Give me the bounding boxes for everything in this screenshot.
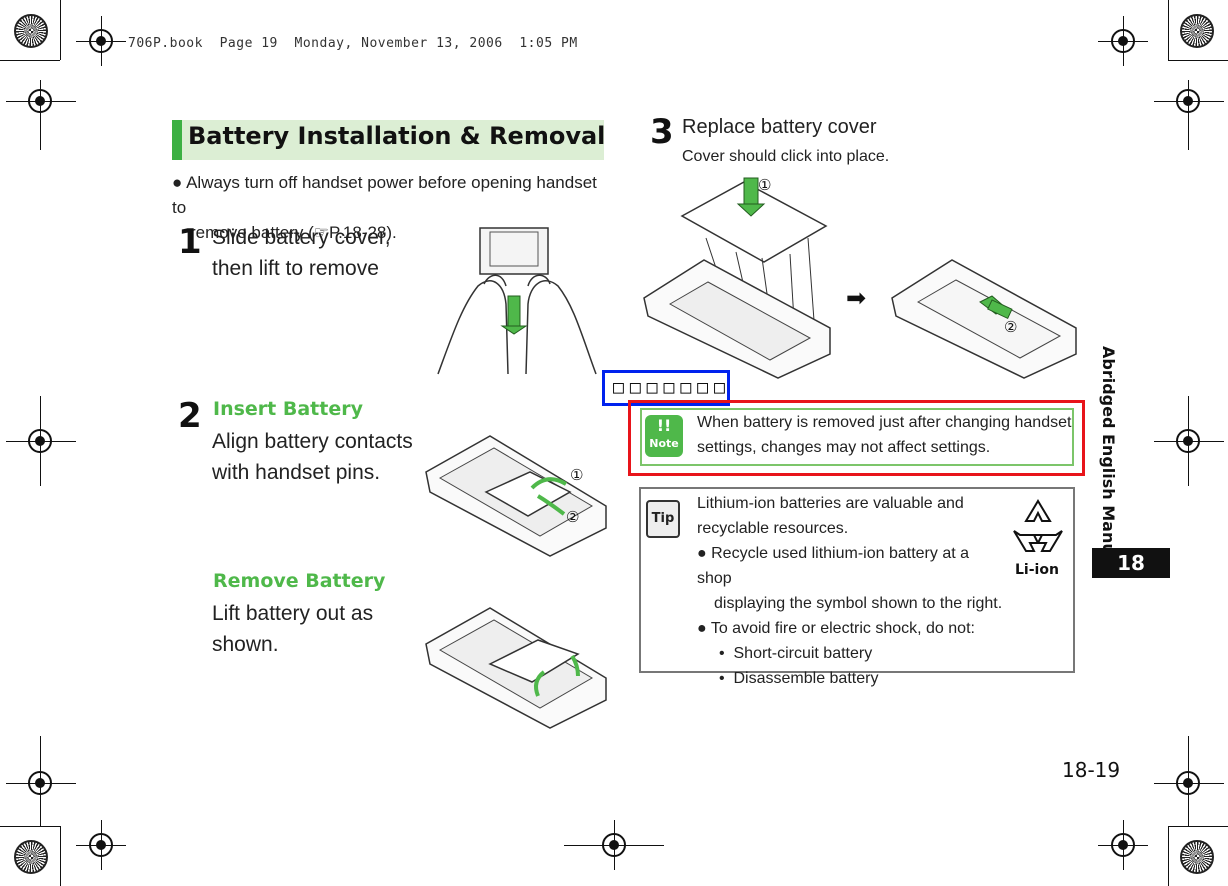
crop-mark <box>1168 826 1228 827</box>
remove-line1: Lift battery out as <box>212 602 374 625</box>
tip-sub1-text: Short-circuit battery <box>733 645 873 662</box>
sub-bullet-icon: • <box>719 670 734 687</box>
step-3-heading: Replace battery cover <box>682 116 877 138</box>
crop-mark <box>1168 0 1169 60</box>
registration-mark <box>28 429 52 453</box>
registration-mark <box>28 89 52 113</box>
chapter-tab: 18 <box>1092 548 1170 578</box>
print-header: 706P.book Page 19 Monday, November 13, 2… <box>128 36 578 51</box>
intro-line2-end: ). <box>386 223 397 242</box>
intro-ref-link[interactable]: P.18-28 <box>329 223 387 242</box>
registration-line <box>1188 80 1189 150</box>
tip-sub-2: • Disassemble battery <box>697 666 1007 691</box>
note-icon-label: Note <box>649 437 679 450</box>
registration-mark <box>1111 29 1135 53</box>
note-icon-mark: !! <box>656 416 672 435</box>
callout-2: ② <box>1004 318 1017 336</box>
tip-line2: recyclable resources. <box>697 520 849 537</box>
crop-mark <box>60 0 61 60</box>
highlight-frame <box>628 400 1085 476</box>
registration-mark <box>1176 429 1200 453</box>
section-title-accent <box>172 120 182 160</box>
crop-mark <box>0 826 60 827</box>
tip-sub-1: • Short-circuit battery <box>697 641 1007 666</box>
tip-bullet1-line1: Recycle used lithium-ion battery at a sh… <box>697 545 970 587</box>
side-label-text: Abridged English Manual <box>1099 346 1118 571</box>
intro-line2: remove battery ( <box>190 223 314 242</box>
step-1-line1: Slide battery cover, <box>212 226 391 249</box>
registration-sunburst <box>14 14 48 48</box>
registration-mark <box>28 771 52 795</box>
registration-line <box>40 80 41 150</box>
note-box <box>640 408 1074 466</box>
insert-line1: Align battery contacts <box>212 430 413 453</box>
callout-1: ① <box>758 176 771 194</box>
bullet-icon: ● <box>172 173 183 192</box>
crop-mark <box>0 60 60 61</box>
tip-bullet-2: ● To avoid fire or electric shock, do no… <box>697 616 1007 641</box>
recycle-label: Li-ion <box>1015 562 1059 578</box>
insert-battery-heading: Insert Battery <box>213 398 363 420</box>
note-text: When battery is removed just after chang… <box>697 410 1071 460</box>
slide-cover-illustration <box>437 227 597 375</box>
tip-sub2-text: Disassemble battery <box>733 670 879 687</box>
tip-box <box>639 487 1075 673</box>
step-3-number: 3 <box>650 112 674 152</box>
recycle-icon <box>1013 499 1063 552</box>
registration-mark <box>1111 833 1135 857</box>
step-2-number: 2 <box>178 396 202 436</box>
callout-1: ① <box>570 466 583 484</box>
insert-battery-text: Align battery contacts with handset pins… <box>212 426 413 488</box>
crop-mark <box>1168 826 1169 886</box>
right-arrow-icon: ➡ <box>846 284 866 312</box>
registration-sunburst <box>1180 840 1214 874</box>
insert-line2: with handset pins. <box>212 461 381 484</box>
tip-bullet1-line2: displaying the symbol shown to the right… <box>714 595 1003 612</box>
crop-mark <box>1168 60 1228 61</box>
sub-bullet-icon: • <box>719 645 734 662</box>
step-3-sub: Cover should click into place. <box>682 148 890 165</box>
remove-battery-illustration <box>425 607 607 729</box>
bullet-icon: ● <box>697 545 712 562</box>
insert-battery-illustration: ① ② <box>425 435 607 557</box>
note-line2: settings, changes may not affect setting… <box>697 439 991 456</box>
registration-mark <box>1176 771 1200 795</box>
registration-mark <box>89 29 113 53</box>
remove-line2: shown. <box>212 633 279 656</box>
remove-battery-heading: Remove Battery <box>213 570 386 592</box>
side-label: Abridged English Manual <box>1094 346 1124 571</box>
remove-battery-text: Lift battery out as shown. <box>212 598 373 660</box>
reference-hand-icon: ☞ <box>313 223 330 242</box>
intro-line1: Always turn off handset power before ope… <box>172 173 597 217</box>
section-title: Battery Installation & Removal <box>188 122 606 150</box>
registration-mark <box>89 833 113 857</box>
page-number: 18-19 <box>1062 758 1121 782</box>
crop-mark <box>60 826 61 886</box>
tip-text: Lithium-ion batteries are valuable and r… <box>697 491 1007 691</box>
replace-cover-illustration: ① ➡ ② <box>643 176 1077 379</box>
registration-sunburst <box>14 840 48 874</box>
note-line1: When battery is removed just after chang… <box>697 414 1072 431</box>
tip-bullet-1: ● Recycle used lithium-ion battery at a … <box>697 541 1007 591</box>
bullet-icon: ● <box>697 620 711 637</box>
tip-icon: Tip <box>646 500 680 538</box>
intro-bullet: ● Always turn off handset power before o… <box>172 170 612 245</box>
step-1-line2: then lift to remove <box>212 257 379 280</box>
step-1-number: 1 <box>178 222 202 262</box>
note-icon: !! Note <box>645 415 683 457</box>
callout-2: ② <box>566 508 579 526</box>
section-title-band <box>172 120 604 160</box>
registration-sunburst <box>1180 14 1214 48</box>
registration-mark <box>602 833 626 857</box>
registration-mark <box>1176 89 1200 113</box>
step-1-text: Slide battery cover, then lift to remove <box>212 222 391 284</box>
tip-bullet2-text: To avoid fire or electric shock, do not: <box>710 620 975 637</box>
tip-line1: Lithium-ion batteries are valuable and <box>697 495 964 512</box>
